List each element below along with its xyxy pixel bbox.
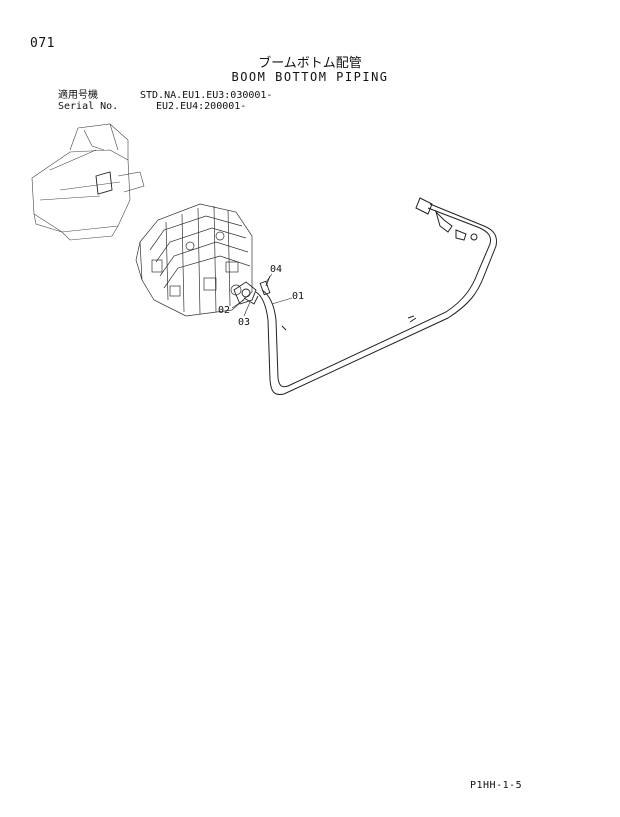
boom-bottom-pipe [255,197,497,395]
applicability-serial-line2: EU2.EU4:200001- [156,101,247,112]
page-number: 071 [30,36,55,51]
page-title-japanese: ブームボトム配管 [258,56,362,71]
applicability-label-en: Serial No. [58,101,119,112]
callout-03: 03 [238,317,250,328]
applicability-label-jp: 適用号機 [58,90,98,101]
page-footer-code: P1HH-1-5 [470,780,523,791]
page-title-english: BOOM BOTTOM PIPING [231,70,389,84]
control-valve-assembly [135,203,253,317]
callout-04: 04 [270,264,282,275]
machine-overview-sketch [31,123,145,241]
callout-02: 02 [218,305,230,316]
applicability-block: 適用号機 STD.NA.EU1.EU3:030001- Serial No. EU2… [58,90,272,112]
callout-leader-lines [231,273,293,317]
applicability-serial-line1: STD.NA.EU1.EU3:030001- [140,90,273,101]
callout-01: 01 [292,291,304,302]
